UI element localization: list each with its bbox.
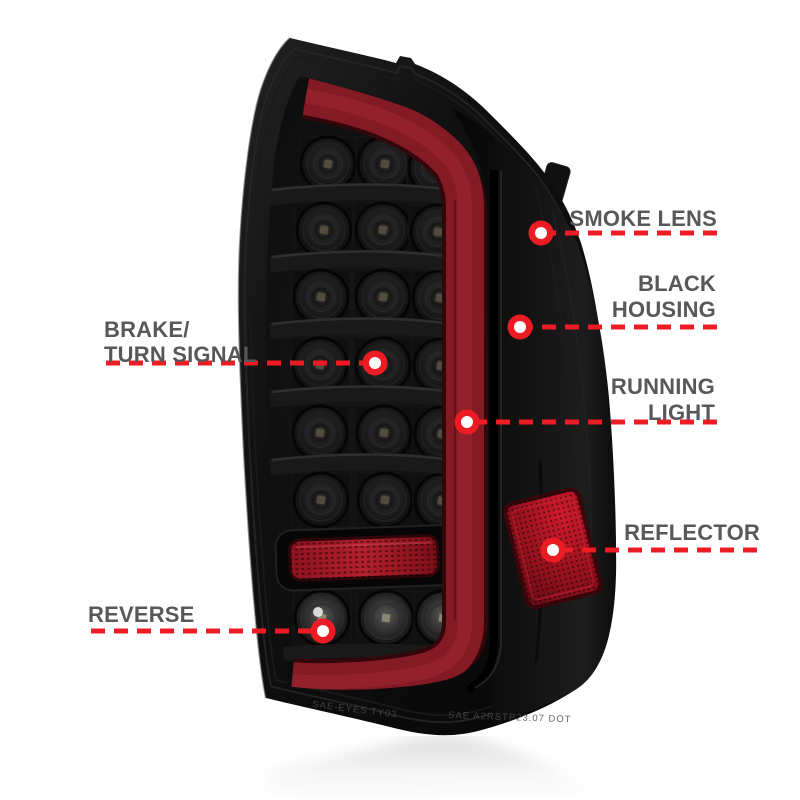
callout-label-reverse: REVERSE [88,602,195,628]
callout-label-black-housing: BLACK HOUSING [612,271,716,323]
callout-dot-brake-turn [362,350,388,376]
callout-dot-reflector [540,537,566,563]
callout-label-line: BLACK [638,271,716,296]
callout-dot-running-light [454,409,480,435]
callout-label-line: RUNNING [610,374,715,399]
callout-label-line: HOUSING [611,297,716,322]
callout-label-line: LIGHT [648,400,715,425]
marking-right: SAE A2RSTP23.07 DOT [448,710,572,725]
callout-label-line: REFLECTOR [624,520,760,545]
reverse-led-row [291,589,474,647]
callout-dots [310,220,566,644]
side-reflector [503,487,603,610]
callout-lines [91,230,757,634]
callout-label-line: REVERSE [88,602,195,627]
callout-label-running-light: RUNNING LIGHT [611,374,715,426]
callout-label-line: BRAKE/ [104,317,190,342]
callout-label-line: TURN SIGNAL [104,342,257,367]
callout-label-brake-turn-signal: BRAKE/ TURN SIGNAL [104,317,257,367]
divider-bars [269,183,458,662]
callout-label-reflector: REFLECTOR [624,520,760,546]
callout-label-smoke-lens: SMOKE LENS [570,206,717,232]
callout-label-line: SMOKE LENS [569,206,717,231]
callout-dot-reverse [310,618,336,644]
ground-reflection [140,736,700,800]
callout-dot-smoke-lens [528,220,554,246]
inner-red-strip [274,524,464,592]
callout-dot-black-housing [507,314,533,340]
